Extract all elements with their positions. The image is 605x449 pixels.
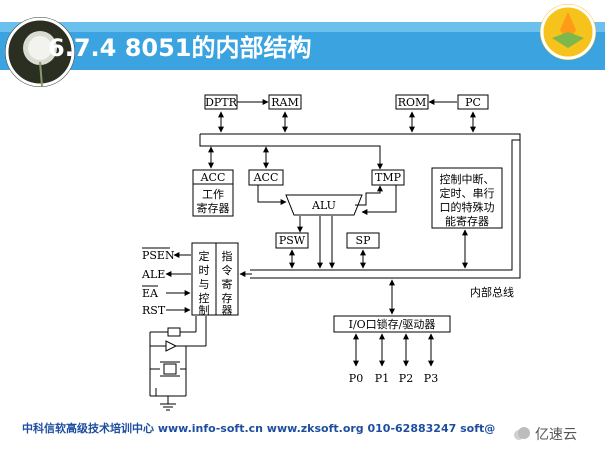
sfr-line2: 定时、串行 xyxy=(440,186,495,200)
acc-working-register-box xyxy=(192,169,234,217)
port-p2-label: P2 xyxy=(399,372,413,385)
oscillator-circuit xyxy=(149,316,207,411)
ram-box xyxy=(268,94,302,110)
dandelion-image xyxy=(5,17,75,87)
acc-working-title: ACC xyxy=(200,171,226,184)
flower-image xyxy=(540,4,596,60)
svg-text:令: 令 xyxy=(222,263,233,277)
sfr-line3: 口的特殊功 xyxy=(440,200,495,214)
alu-box xyxy=(285,194,363,216)
port-arrows xyxy=(353,333,434,367)
port-p3-label: P3 xyxy=(424,372,438,385)
acc-box xyxy=(248,169,284,186)
bus-arrows-top xyxy=(218,111,476,133)
svg-text:控: 控 xyxy=(199,291,210,305)
sfr-line1: 控制中断、 xyxy=(440,172,495,186)
alu-to-tmp-arrow xyxy=(355,185,383,206)
svg-text:定: 定 xyxy=(199,249,210,263)
rst-label: RST xyxy=(142,304,166,317)
svg-text:制: 制 xyxy=(199,304,210,317)
port-p1-label: P1 xyxy=(375,372,389,385)
sp-box xyxy=(346,232,380,249)
internal-bus-outline xyxy=(199,133,521,279)
acc-working-line2: 寄存器 xyxy=(197,201,230,215)
svg-text:时: 时 xyxy=(199,264,210,277)
header-band-highlight xyxy=(0,22,605,32)
footer-text: 中科信软高级技术培训中心 www.info-soft.cn www.zksoft… xyxy=(22,422,496,435)
svg-text:与: 与 xyxy=(199,278,210,291)
psw-label: PSW xyxy=(279,234,306,247)
brand-text: 亿速云 xyxy=(535,427,577,443)
tmp-to-alu-arrow xyxy=(361,185,397,215)
psw-box xyxy=(275,232,309,249)
slide-title: 6.7.4 8051的内部结构 xyxy=(48,34,312,62)
special-function-register-box xyxy=(431,167,503,229)
acc-label: ACC xyxy=(253,171,279,184)
psen-label: PSEN xyxy=(142,249,175,262)
alu-label: ALU xyxy=(311,199,336,212)
io-latch-box xyxy=(333,315,451,333)
acc-to-alu-arrow xyxy=(257,185,287,205)
rom-box xyxy=(395,94,429,110)
ale-label: ALE xyxy=(141,268,165,281)
brand-logo: 亿速云 xyxy=(512,424,577,444)
timer-control-label: 定 时 与 控 制 xyxy=(199,249,210,317)
sp-label: SP xyxy=(356,234,372,247)
instruction-register-label: 指 令 寄 存 器 xyxy=(222,249,233,317)
svg-text:存: 存 xyxy=(222,291,233,305)
pc-box xyxy=(457,94,489,110)
svg-text:指: 指 xyxy=(222,249,233,263)
svg-text:器: 器 xyxy=(222,304,233,317)
acc-working-line1: 工作 xyxy=(202,188,224,201)
internal-bus-label: 内部总线 xyxy=(470,285,514,299)
tmp-label: TMP xyxy=(375,171,402,184)
brand-cloud-icon xyxy=(514,427,530,440)
control-block-box xyxy=(191,242,239,316)
io-latch-label: I/O口锁存/驱动器 xyxy=(349,317,436,331)
tmp-box xyxy=(371,169,405,186)
dptr-label: DPTR xyxy=(205,96,238,109)
ram-label: RAM xyxy=(271,96,299,109)
port-p0-label: P0 xyxy=(349,372,363,385)
ea-label: EA xyxy=(142,287,159,300)
pc-label: PC xyxy=(465,96,481,109)
svg-text:寄: 寄 xyxy=(222,277,233,291)
sfr-line4: 能寄存器 xyxy=(445,214,489,228)
rom-label: ROM xyxy=(398,96,427,109)
internal-structure-diagram: DPTR RAM ROM PC ACC 工作 寄存器 ACC TMP ALU P… xyxy=(141,94,521,411)
